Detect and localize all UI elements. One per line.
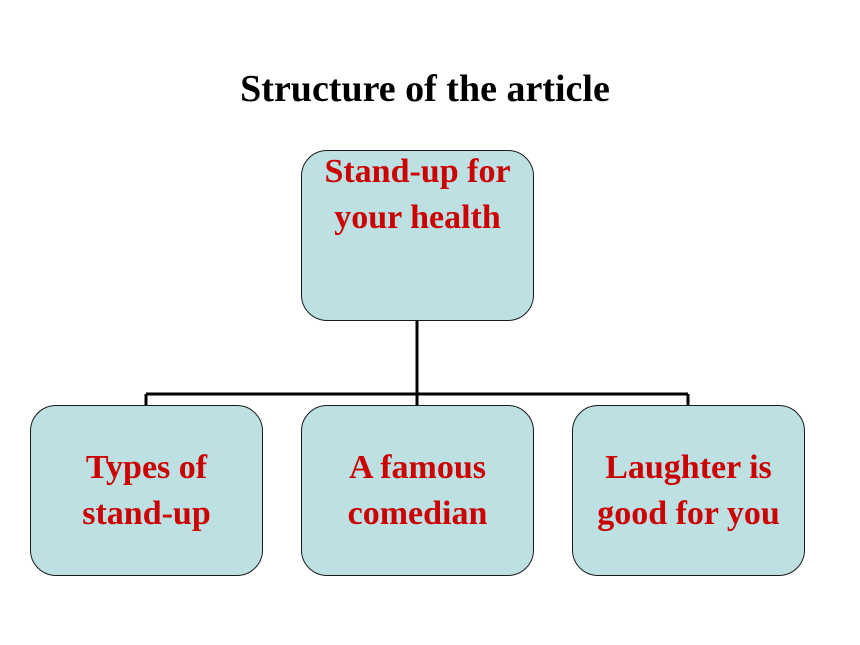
child-node-label: Laughter is good for you xyxy=(597,448,780,532)
child-node-a-famous-comedian: A famous comedian xyxy=(301,405,534,576)
child-node-label: Types of stand-up xyxy=(82,448,211,532)
page-title: Structure of the article xyxy=(240,68,610,110)
child-node-laughter-is-good: Laughter is good for you xyxy=(572,405,805,576)
child-node-types-of-stand-up: Types of stand-up xyxy=(30,405,263,576)
root-node-label: Stand-up for your health xyxy=(324,152,511,236)
child-node-label: A famous comedian xyxy=(347,448,488,532)
root-node: Stand-up for your health xyxy=(301,150,534,321)
